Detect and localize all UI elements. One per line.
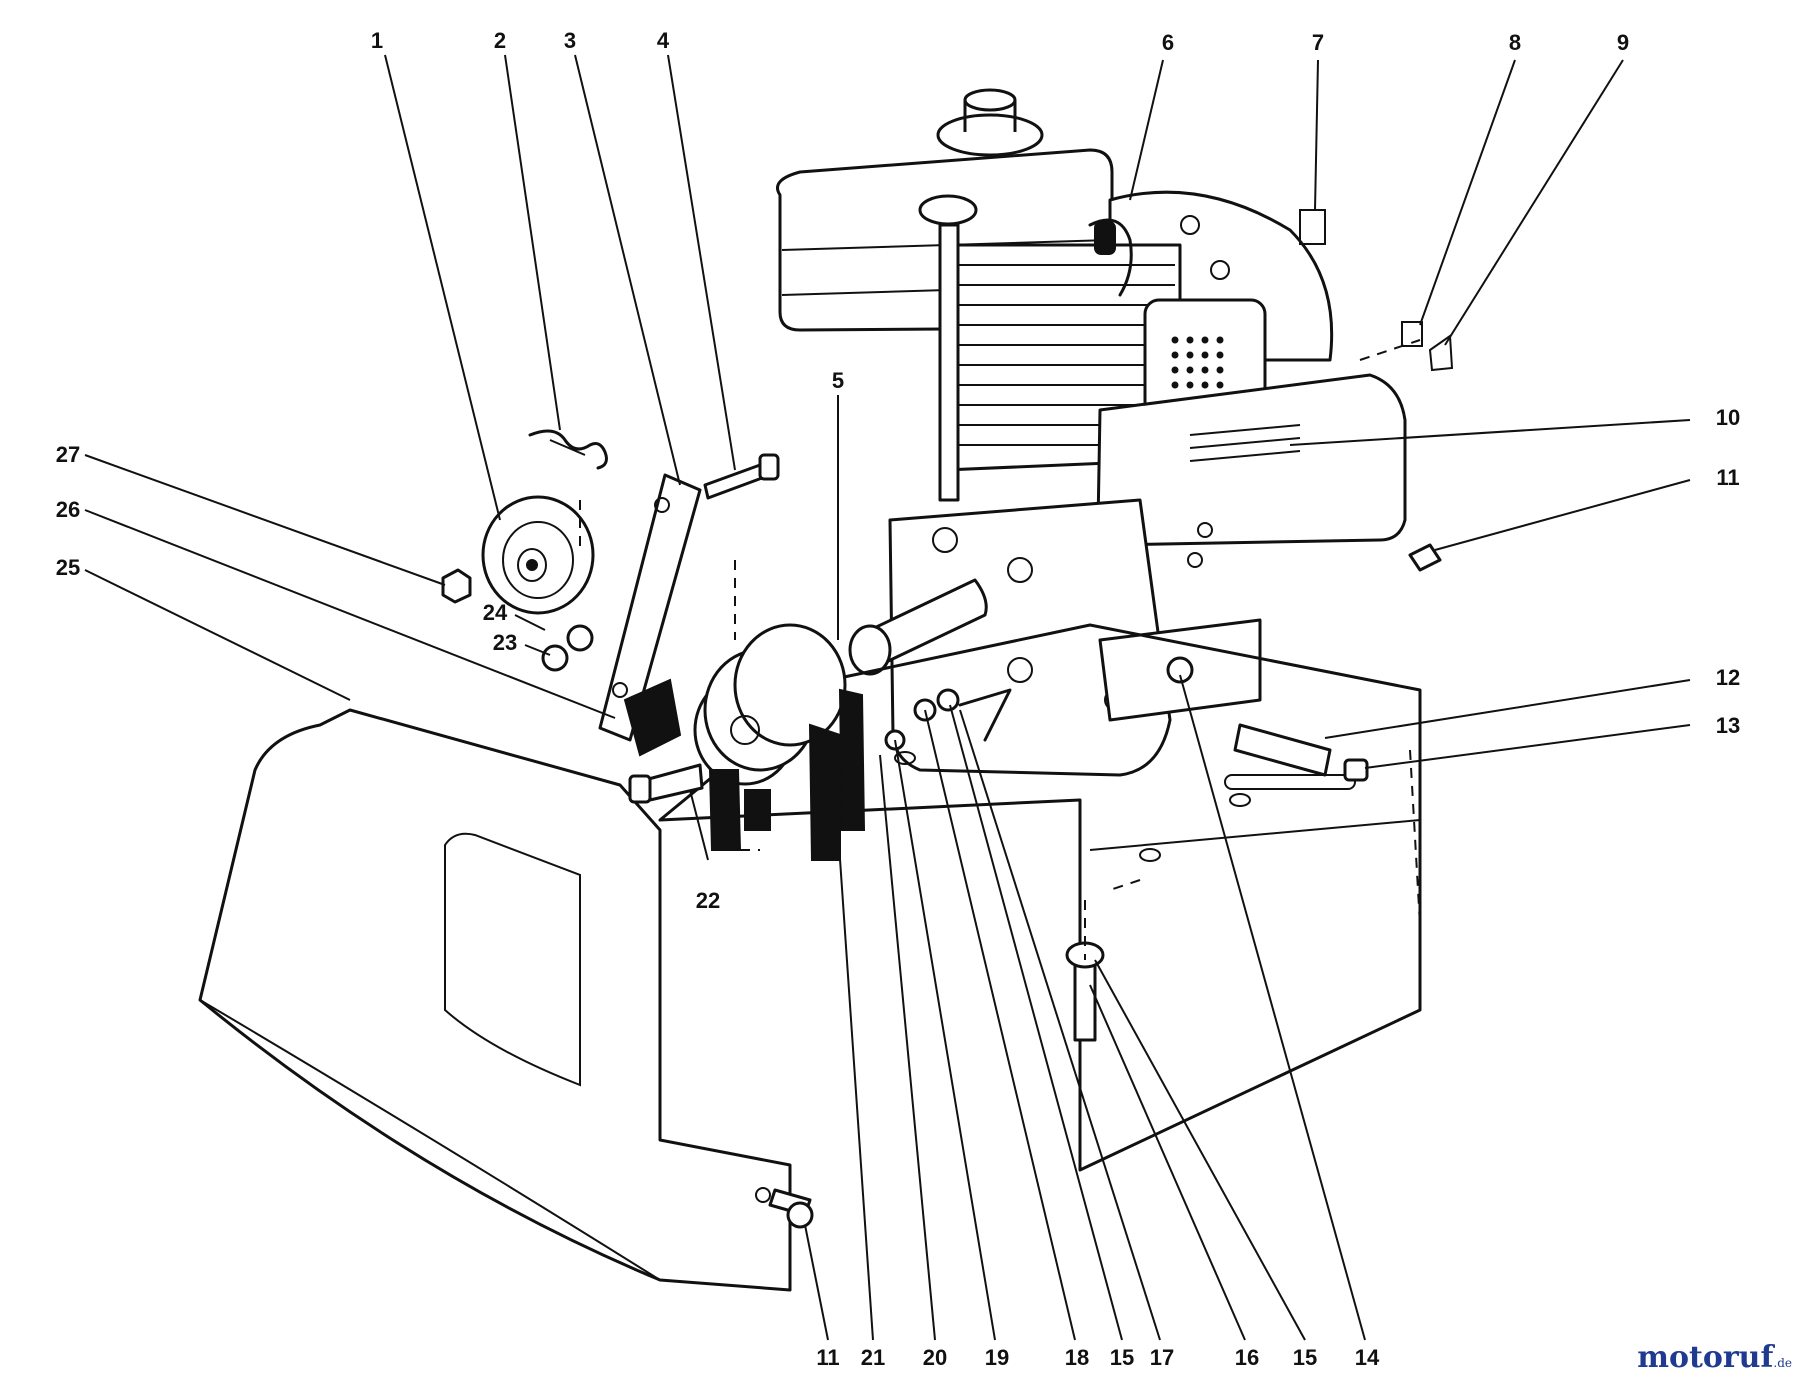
callout-20: 20 (923, 1345, 947, 1370)
callout-24: 24 (483, 600, 508, 625)
callout-14: 14 (1355, 1345, 1380, 1370)
callout-17: 17 (1150, 1345, 1174, 1370)
callout-19: 19 (985, 1345, 1009, 1370)
callout-15-b: 15 (1293, 1345, 1317, 1370)
callout-23: 23 (493, 630, 517, 655)
callout-7: 7 (1312, 30, 1324, 55)
callout-2: 2 (494, 28, 506, 53)
hardware-parts (441, 209, 1454, 1229)
callout-13: 13 (1716, 713, 1740, 738)
callout-27: 27 (56, 442, 80, 467)
idler-assembly (481, 429, 702, 757)
callout-25: 25 (56, 555, 80, 580)
callout-8: 8 (1509, 30, 1521, 55)
assembly-dash-lines (579, 339, 1421, 960)
callout-5: 5 (832, 368, 844, 393)
muffler-perforations-icon (1171, 336, 1224, 389)
callout-10: 10 (1716, 405, 1740, 430)
watermark-text: motoruf (1637, 1340, 1774, 1375)
callout-22: 22 (696, 888, 720, 913)
callout-9: 9 (1617, 30, 1629, 55)
leader-lines (84, 54, 1691, 1341)
callout-3: 3 (564, 28, 576, 53)
callout-1: 1 (371, 28, 383, 53)
callout-12: 12 (1716, 665, 1740, 690)
callout-6: 6 (1162, 30, 1174, 55)
callout-15-a: 15 (1110, 1345, 1134, 1370)
watermark-tld: .de (1773, 1356, 1792, 1370)
watermark-logo: motoruf.de (1637, 1340, 1792, 1375)
callout-11-right: 11 (1716, 465, 1739, 490)
callout-21: 21 (861, 1345, 885, 1370)
callout-26: 26 (56, 497, 80, 522)
belt-cover (198, 708, 792, 1292)
callout-labels: 1 2 3 4 5 6 7 8 9 10 11 27 26 25 24 23 1… (56, 28, 1740, 1370)
callout-18: 18 (1065, 1345, 1089, 1370)
callout-11-bottom: 11 (816, 1345, 839, 1370)
callout-16: 16 (1235, 1345, 1259, 1370)
callout-4: 4 (657, 28, 670, 53)
